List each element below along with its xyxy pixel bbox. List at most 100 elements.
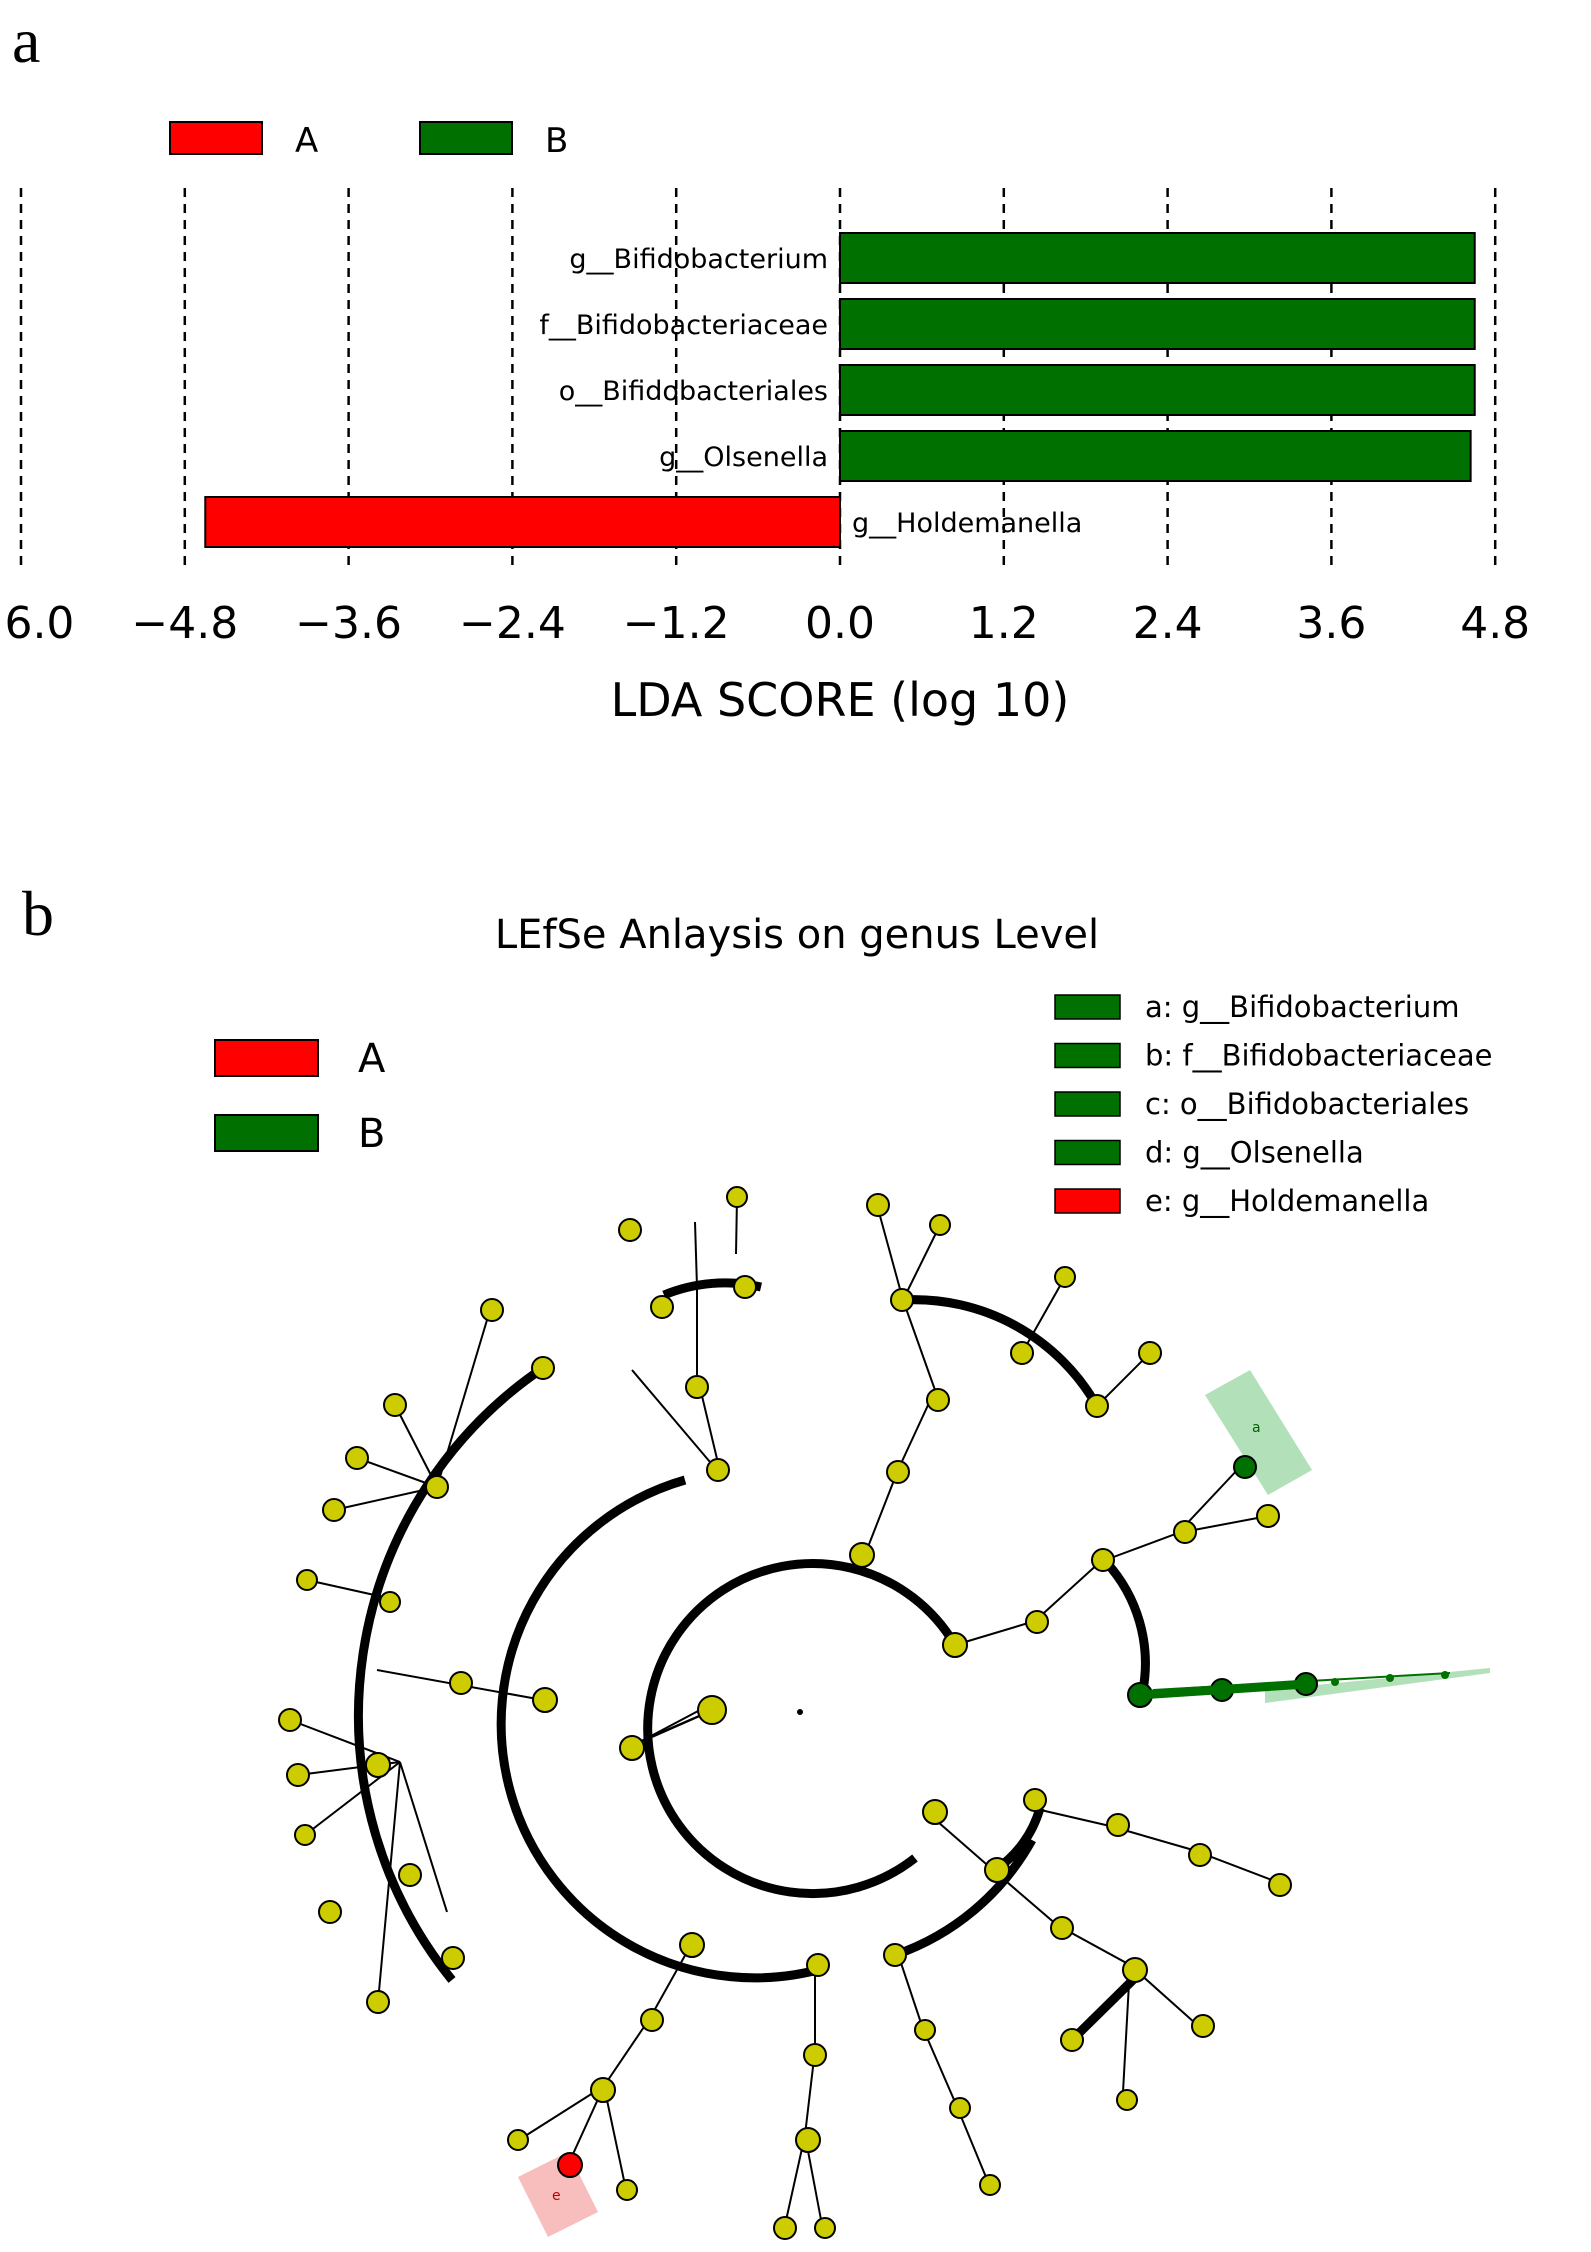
node <box>1085 1394 1109 1418</box>
taxa-legend-swatch <box>1054 1139 1121 1166</box>
class-legend-swatch-A <box>214 1039 319 1077</box>
cladogram-nodes <box>278 1186 1292 2240</box>
cladogram-root <box>797 1709 803 1715</box>
node <box>726 1186 748 1208</box>
node <box>1091 1548 1115 1572</box>
node <box>531 1356 555 1380</box>
x-tick-label: −6.0 <box>0 598 74 649</box>
node <box>1106 1813 1130 1837</box>
node <box>322 1498 346 1522</box>
arc-ring-2a <box>496 1475 827 1983</box>
bar-g__Holdemanella <box>204 496 841 548</box>
edges-top-left <box>631 1196 738 1464</box>
node <box>1054 1266 1076 1288</box>
tip-dot <box>1441 1671 1449 1679</box>
bar-label: g__Olsenella <box>659 442 828 473</box>
lda-x-axis-label: LDA SCORE (log 10) <box>611 673 1070 727</box>
panel-a-label: a <box>12 5 40 76</box>
highlight-region-green-2 <box>1265 1668 1490 1703</box>
node <box>278 1708 302 1732</box>
taxa-legend-swatch <box>1054 1091 1121 1117</box>
bar-label: o__Bifidobacteriales <box>559 376 828 407</box>
edges-upper-left <box>306 1309 491 1601</box>
node <box>480 1298 504 1322</box>
node <box>733 1275 757 1299</box>
node <box>619 1735 645 1761</box>
node <box>1060 2028 1084 2052</box>
edges-bottom <box>784 1944 989 2226</box>
tip-dot <box>1386 1674 1394 1682</box>
node <box>814 2217 836 2239</box>
edges-top-right <box>865 1204 1151 1553</box>
node <box>1025 1610 1049 1634</box>
node-olsenella <box>1233 1455 1257 1479</box>
node <box>914 2019 936 2041</box>
lda-bars: g__Bifidobacterium f__Bifidobacteriaceaeo… <box>204 232 1476 548</box>
bar-g__Bifidobacterium <box>839 232 1476 284</box>
node <box>685 1375 709 1399</box>
panel-b-cladogram: b LEfSe Anlaysis on genus Level AB a: g_… <box>22 878 1492 2240</box>
node <box>532 1687 558 1713</box>
node <box>926 1388 950 1412</box>
node <box>697 1695 727 1725</box>
bar-label: f__Bifidobacteriaceae <box>539 310 828 341</box>
class-legend-swatch-B <box>214 1114 319 1152</box>
node <box>706 1458 730 1482</box>
legend-swatch-B <box>419 121 513 155</box>
edges-right-lower <box>929 1807 1278 2093</box>
highlight-region-green <box>1205 1370 1312 1495</box>
node <box>1138 1341 1162 1365</box>
cladogram-arcs <box>353 1278 1150 2042</box>
node <box>984 1857 1010 1883</box>
node <box>929 1214 951 1236</box>
arc-ring-3a <box>353 1364 546 1983</box>
bar-o__Bifidobacteriales <box>839 364 1476 416</box>
arc-top-2 <box>902 1295 1101 1409</box>
node <box>1116 2089 1138 2111</box>
bar-label: g__Bifidobacterium <box>569 244 828 275</box>
node <box>296 1569 318 1591</box>
taxa-legend-swatch <box>1054 1188 1121 1214</box>
x-tick-label: 1.2 <box>969 598 1039 649</box>
node <box>616 2179 638 2201</box>
node <box>1191 2014 1215 2038</box>
taxa-legend-swatch <box>1054 1042 1121 1069</box>
node <box>365 1752 391 1778</box>
tip-dot <box>1331 1678 1339 1686</box>
node <box>979 2174 1001 2196</box>
node <box>318 1900 342 1924</box>
node <box>398 1863 422 1887</box>
cladogram-title: LEfSe Anlaysis on genus Level <box>495 912 1099 958</box>
node <box>449 1671 473 1695</box>
arc-ring-2b <box>893 1837 1036 1960</box>
node <box>618 1218 642 1242</box>
bar-f__Bifidobacteriaceae <box>839 298 1476 350</box>
green-tip-dots <box>1331 1671 1449 1686</box>
node <box>773 2216 797 2240</box>
node <box>795 2127 821 2153</box>
x-tick-label: 0.0 <box>805 598 875 649</box>
panel-b-label: b <box>22 878 54 949</box>
arc-ring-1 <box>643 1559 959 1898</box>
node <box>590 2077 616 2103</box>
x-tick-label: 3.6 <box>1296 598 1366 649</box>
bar-label: g__Holdemanella <box>852 508 1082 539</box>
node <box>286 1763 310 1787</box>
node <box>866 1193 890 1217</box>
highlight-label-green: a <box>1252 1420 1261 1436</box>
taxa-legend-label: e: g__Holdemanella <box>1145 1184 1429 1218</box>
node <box>640 2008 664 2032</box>
node <box>1268 1873 1292 1897</box>
node <box>507 2129 529 2151</box>
x-tick-label: −1.2 <box>623 598 730 649</box>
node <box>1173 1520 1197 1544</box>
node <box>942 1632 968 1658</box>
legend-swatch-A <box>169 121 263 155</box>
x-tick-label: −4.8 <box>131 598 238 649</box>
cladogram-class-legend: AB <box>214 1036 386 1157</box>
node <box>441 1946 465 1970</box>
node <box>883 1943 907 1967</box>
